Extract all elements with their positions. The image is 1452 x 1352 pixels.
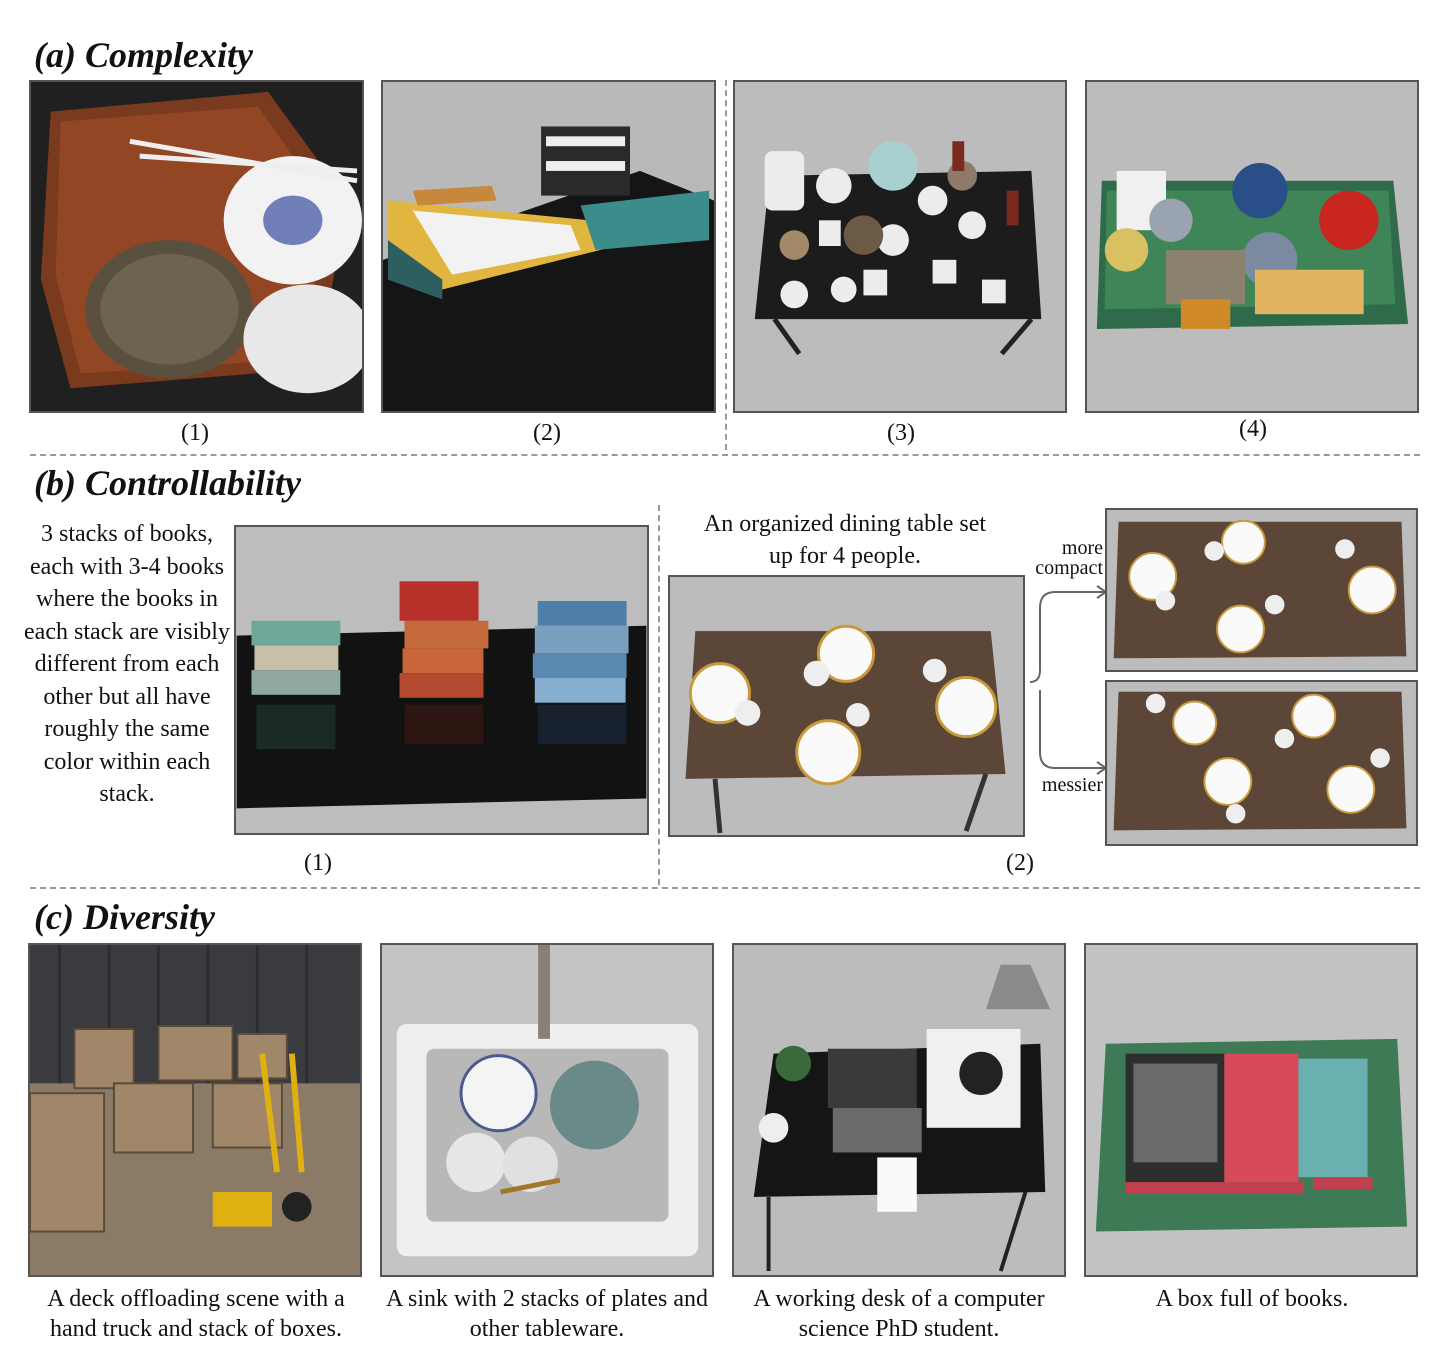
diversity-image-4 xyxy=(1084,943,1418,1277)
diversity-caption-2: A sink with 2 stacks of plates and other… xyxy=(386,1286,708,1342)
complexity-image-4 xyxy=(1085,80,1419,413)
diversity-image-2 xyxy=(380,943,714,1277)
complexity-label-3: (3) xyxy=(887,420,915,446)
controllability-label-2: (2) xyxy=(1006,850,1034,876)
section-a-divider xyxy=(725,80,727,450)
controllability-image-2-messier xyxy=(1105,680,1418,846)
complexity-label-2: (2) xyxy=(533,420,561,446)
diversity-image-3 xyxy=(732,943,1066,1277)
more-compact-label: more compact xyxy=(1035,537,1103,579)
controllability-prompt-2: An organized dining table set up for 4 p… xyxy=(703,511,987,569)
messier-label: messier xyxy=(1041,774,1103,796)
divider-b-c xyxy=(30,887,1420,889)
section-c-letter: (c) xyxy=(34,897,74,937)
section-b-title: (b) Controllability xyxy=(34,462,301,504)
section-a-title: (a) Complexity xyxy=(34,34,253,76)
controllability-label-1: (1) xyxy=(304,850,332,876)
section-c-name: Diversity xyxy=(82,897,215,937)
controllability-image-1 xyxy=(234,525,649,835)
controllability-prompt-1: 3 stacks of books, each with 3-4 books w… xyxy=(24,521,230,807)
section-b-letter: (b) xyxy=(34,463,76,503)
section-a-letter: (a) xyxy=(34,35,76,75)
controllability-image-2-compact xyxy=(1105,508,1418,672)
complexity-image-1 xyxy=(29,80,364,413)
diversity-caption-4: A box full of books. xyxy=(1155,1286,1349,1312)
section-c-title: (c) Diversity xyxy=(34,896,215,938)
diversity-caption-1: A deck offloading scene with a hand truc… xyxy=(47,1286,345,1342)
complexity-label-4: (4) xyxy=(1239,416,1267,442)
complexity-image-2 xyxy=(381,80,716,413)
diversity-image-1 xyxy=(28,943,362,1277)
diversity-caption-3: A working desk of a computer science PhD… xyxy=(753,1286,1045,1342)
section-b-divider xyxy=(658,505,660,885)
section-a-name: Complexity xyxy=(84,35,253,75)
divider-a-b xyxy=(30,454,1420,456)
branch-arrows xyxy=(1029,585,1108,775)
complexity-label-1: (1) xyxy=(181,420,209,446)
complexity-image-3 xyxy=(733,80,1067,413)
controllability-image-2-base xyxy=(668,575,1025,837)
section-b-name: Controllability xyxy=(84,463,302,503)
